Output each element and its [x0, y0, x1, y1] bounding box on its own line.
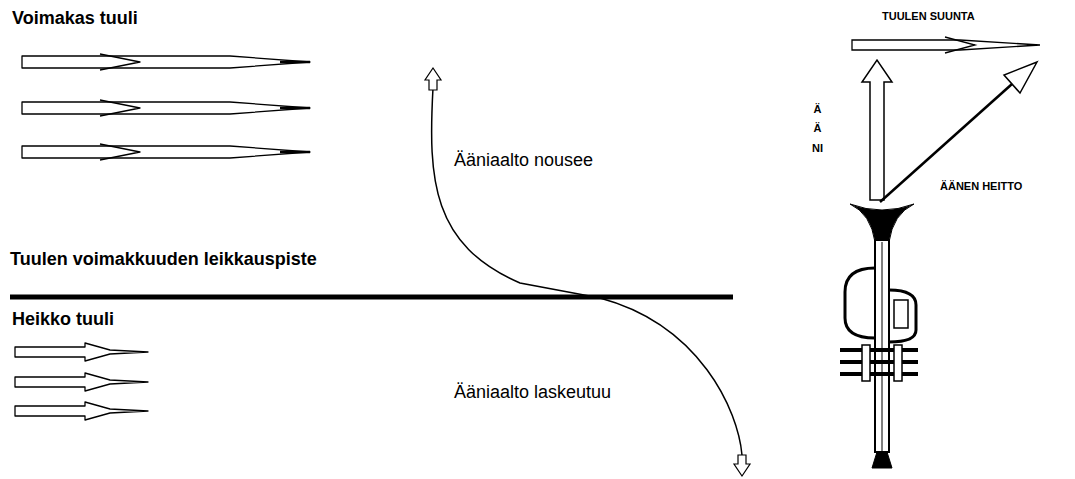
strong-wind-arrow: [22, 100, 310, 116]
weak-wind-arrow: [15, 402, 148, 420]
wave-label: Ääniaalto nousee: [454, 150, 593, 171]
wave-label: Ääniaalto laskeutuu: [454, 382, 611, 403]
arrow-label: TUULEN SUUNTA: [882, 10, 975, 23]
arrow-label: ÄÄNEN HEITTO: [940, 180, 1022, 193]
strong-wind-arrow: [22, 144, 310, 160]
wind-direction-arrow: [852, 37, 1040, 53]
boundary-line: [10, 295, 733, 300]
wave-down-arrow: [734, 455, 750, 476]
arrow-label: ÄÄNI: [812, 100, 823, 158]
weak-wind-arrow: [15, 343, 148, 361]
sound-throw-arrow: [880, 62, 1037, 202]
wind-label: Heikko tuuli: [12, 309, 114, 330]
sound-arrow: [862, 60, 892, 200]
weak-wind-arrow: [15, 373, 148, 391]
wind-label: Voimakas tuuli: [12, 8, 138, 29]
boundary-label: Tuulen voimakkuuden leikkauspiste: [10, 249, 317, 270]
wave-up-arrow: [425, 68, 441, 90]
sound-wave-curve: [432, 88, 742, 455]
strong-wind-arrow: [22, 54, 310, 70]
trumpet: [840, 204, 918, 468]
